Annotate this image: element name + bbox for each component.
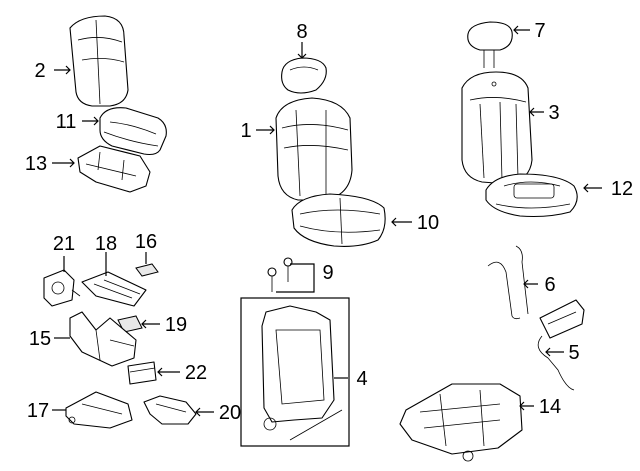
part-12-seat-cushion[interactable] (485, 173, 578, 218)
part-1-seat-back-cover[interactable] (275, 97, 353, 201)
part-2-seat-back-cushion[interactable] (69, 15, 129, 107)
part-16-sensor[interactable] (135, 263, 159, 277)
callout-11: 11 (56, 111, 77, 133)
callout-14: 14 (539, 396, 561, 418)
part-21-module[interactable] (43, 269, 81, 307)
callout-22: 22 (185, 362, 207, 384)
part-14-seat-track[interactable] (399, 383, 523, 462)
part-3-seat-back-assembly[interactable] (461, 71, 533, 185)
callout-21: 21 (53, 233, 75, 255)
part-10-seat-cushion-cover[interactable] (291, 193, 386, 247)
callout-7: 7 (534, 20, 545, 42)
part-17-lower-shield[interactable] (65, 391, 133, 429)
callout-leaders (52, 25, 602, 417)
callout-9: 9 (322, 262, 333, 284)
callout-2: 2 (34, 60, 45, 82)
part-5-control-module[interactable] (537, 299, 585, 391)
part-4-seat-back-frame[interactable] (261, 305, 343, 441)
callout-16: 16 (135, 231, 157, 253)
callout-4: 4 (356, 368, 367, 390)
callout-18: 18 (95, 233, 117, 255)
part-9-bolts[interactable] (267, 257, 293, 292)
callout-13: 13 (25, 153, 47, 175)
callout-labels: 2 11 13 8 1 10 7 3 12 21 18 16 19 15 22 … (25, 20, 633, 424)
callout-20: 20 (219, 402, 241, 424)
callout-12: 12 (611, 178, 633, 200)
callout-8: 8 (296, 21, 307, 43)
part-18-heater-element[interactable] (81, 271, 147, 307)
part-20-cover[interactable] (143, 395, 197, 425)
callout-15: 15 (29, 328, 51, 350)
callout-17: 17 (27, 400, 49, 422)
callout-6: 6 (544, 274, 555, 296)
part-4-frame-box (240, 297, 350, 447)
part-13-cushion-base[interactable] (77, 145, 151, 193)
part-8-headrest[interactable] (281, 57, 327, 94)
callout-3: 3 (548, 102, 559, 124)
callout-10: 10 (417, 212, 439, 234)
part-6-harness[interactable] (487, 245, 529, 320)
callout-5: 5 (568, 342, 579, 364)
callout-19: 19 (165, 314, 187, 336)
part-11-cushion-pad[interactable] (99, 107, 167, 156)
part-15-side-shield[interactable] (69, 311, 137, 367)
part-22-trim[interactable] (127, 361, 157, 385)
callout-1: 1 (240, 120, 251, 142)
part-7-headrest[interactable] (467, 21, 513, 68)
